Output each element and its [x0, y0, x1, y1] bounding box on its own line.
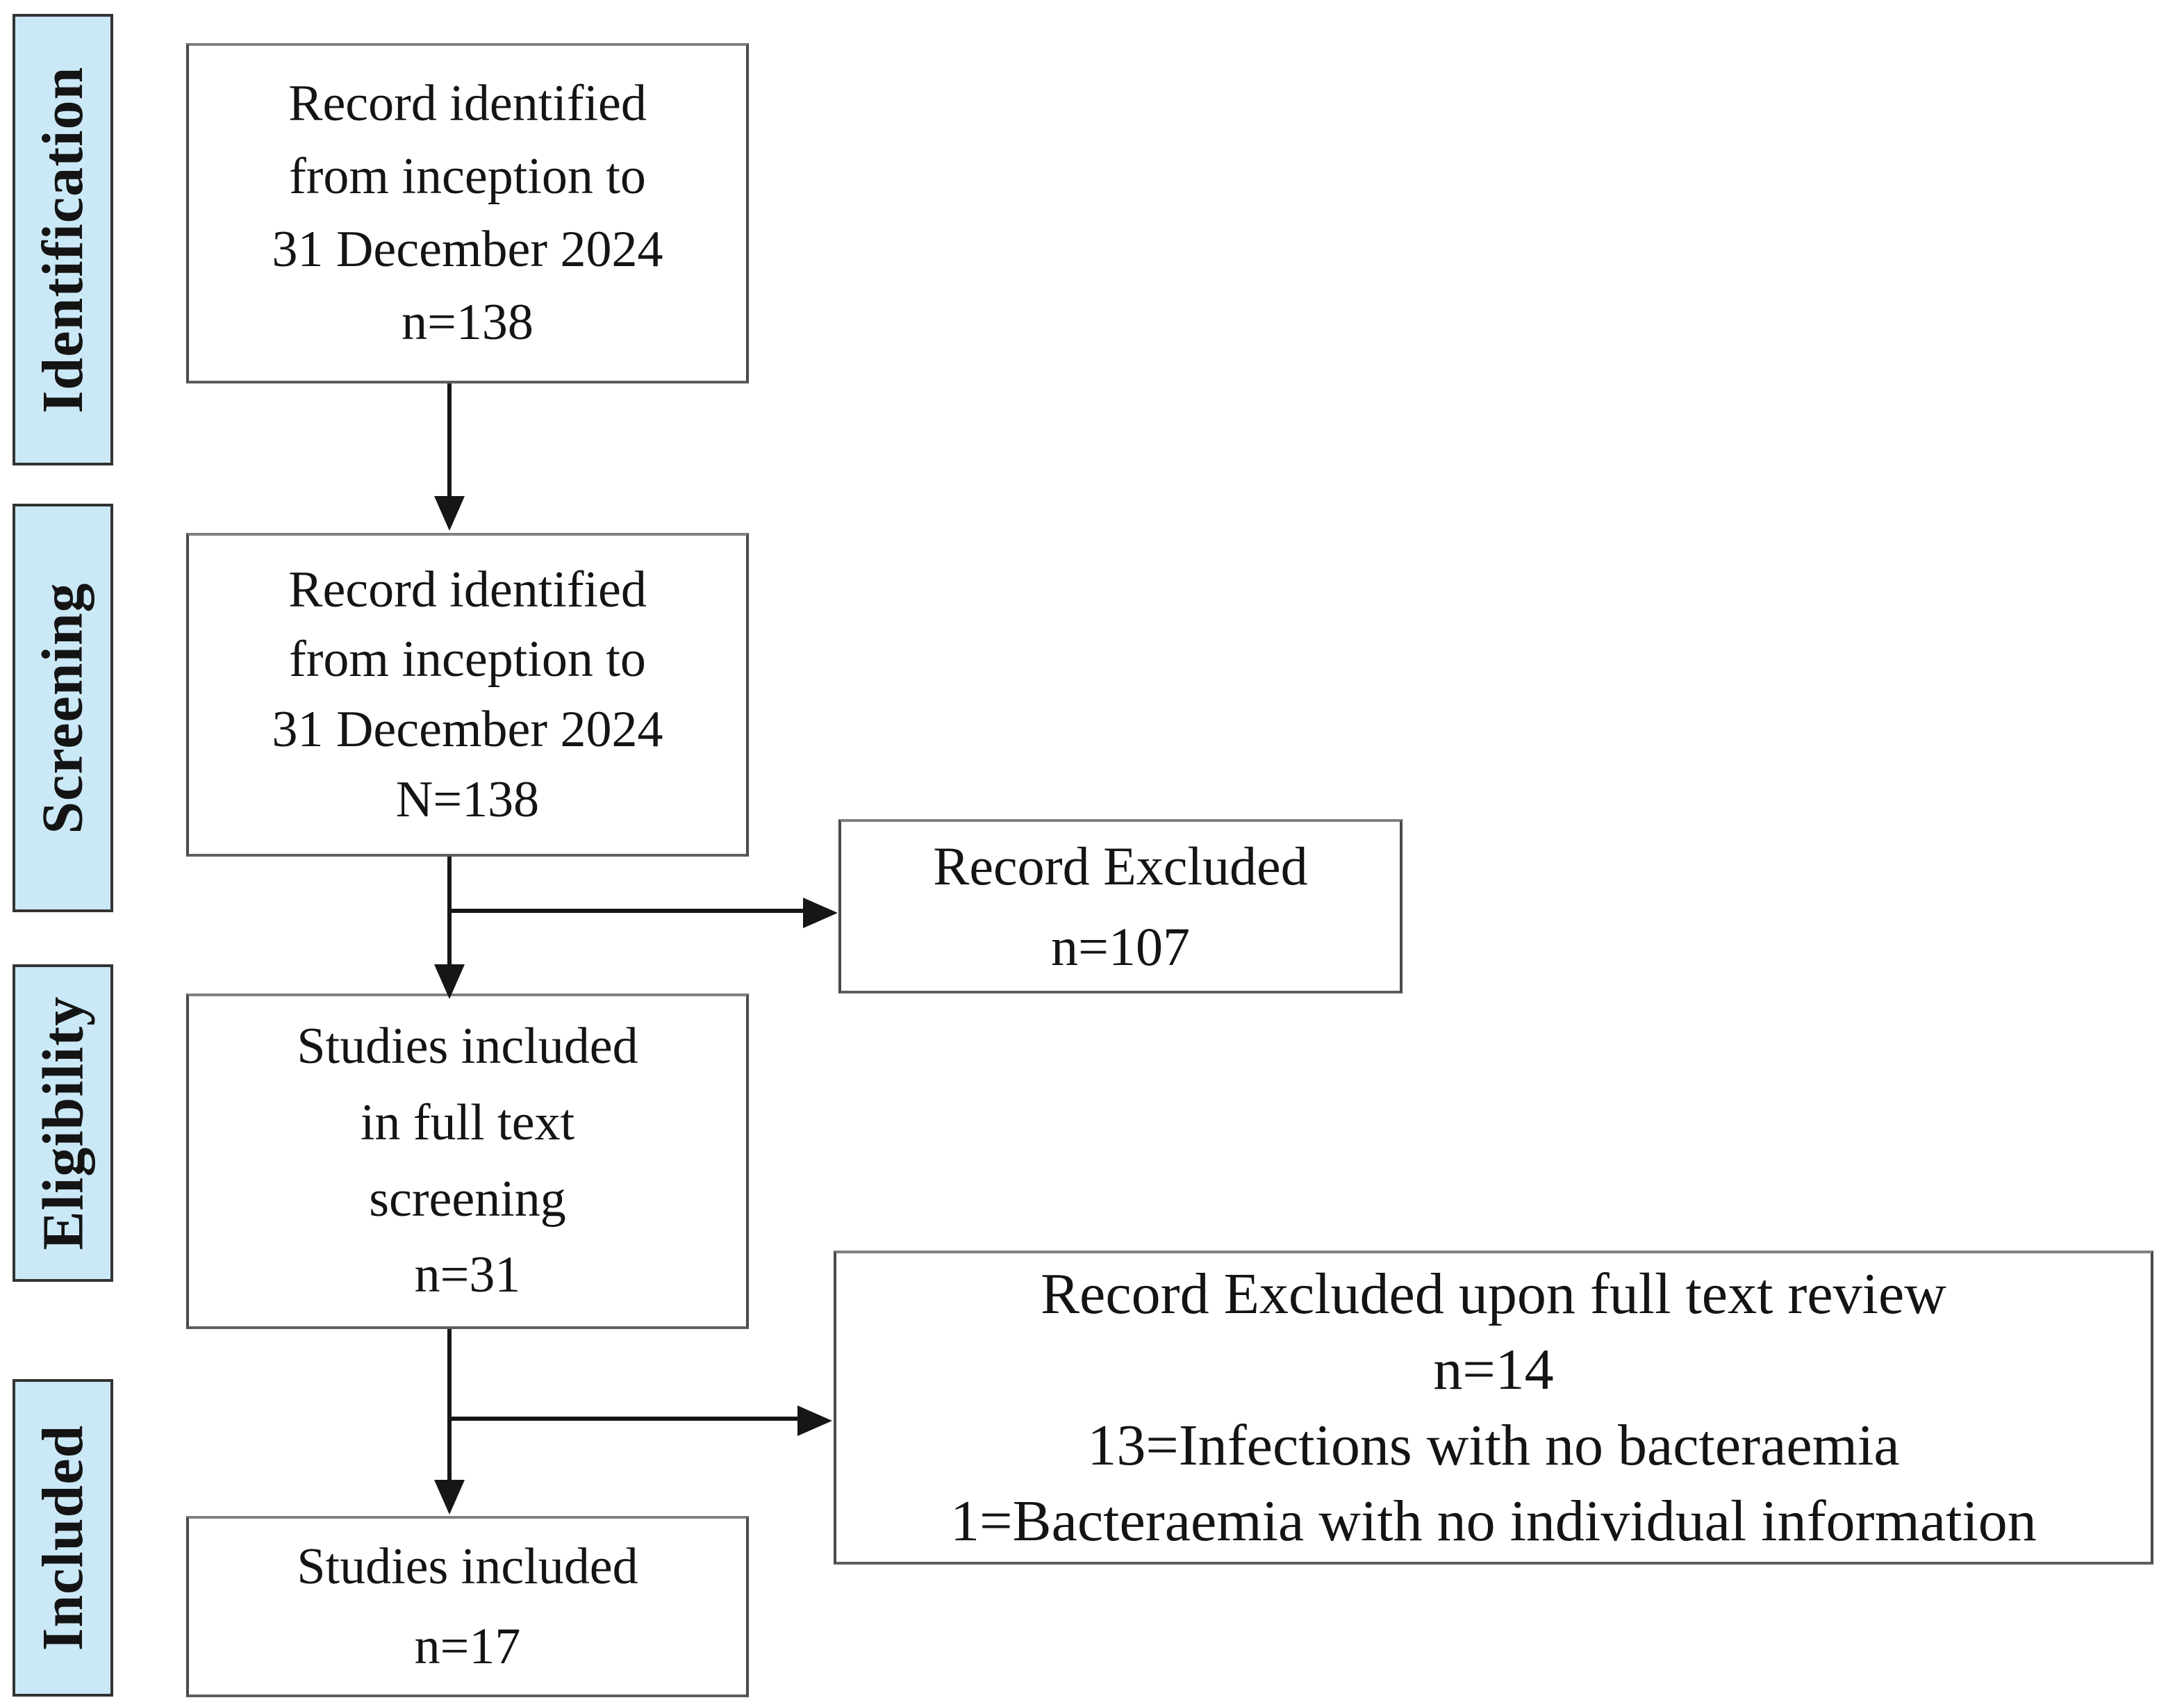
flow-box-records-identified: Record identified from inception to 31 D…	[186, 43, 749, 384]
stage-label-identification: Identification	[13, 14, 113, 465]
stage-label-included: Included	[13, 1379, 113, 1697]
arrowhead-right-icon	[797, 1405, 832, 1436]
box-count-line: N=138	[395, 770, 540, 828]
box-text-line: 31 December 2024	[272, 701, 663, 758]
box-count-line: n=31	[414, 1246, 521, 1304]
box-text-line: Record identified	[288, 561, 647, 618]
box-text-line: from inception to	[289, 631, 646, 688]
stage-label-included-text: Included	[31, 1424, 95, 1651]
box-text-line: in full text	[360, 1094, 575, 1151]
box-text-line: Studies included	[297, 1018, 638, 1075]
box-count-line: n=14	[1433, 1337, 1554, 1402]
connector-identified-to-screened	[447, 384, 452, 499]
stage-label-identification-text: Identification	[31, 66, 95, 413]
stage-label-eligibility-text: Eligibility	[31, 996, 95, 1251]
connector-branch-to-excluded-full-text	[452, 1417, 800, 1421]
arrowhead-down-icon	[434, 496, 465, 531]
box-text-line: 31 December 2024	[272, 221, 663, 278]
stage-label-eligibility: Eligibility	[13, 964, 113, 1282]
stage-label-screening: Screening	[13, 504, 113, 912]
flow-box-records-screened: Record identified from inception to 31 D…	[186, 533, 749, 857]
box-reason-line: 1=Bacteraemia with no individual informa…	[950, 1489, 2037, 1554]
arrowhead-down-icon	[434, 964, 465, 999]
stage-label-screening-text: Screening	[31, 582, 96, 834]
box-reason-line: 13=Infections with no bacteraemia	[1087, 1413, 1900, 1478]
box-text-line: Record Excluded upon full text review	[1041, 1261, 1946, 1326]
box-text-line: from inception to	[289, 147, 646, 205]
box-count-line: n=17	[414, 1617, 521, 1675]
connector-branch-to-excluded-screening	[449, 909, 806, 913]
box-text-line: Record Excluded	[933, 836, 1308, 897]
box-text-line: screening	[369, 1170, 566, 1228]
box-text-line: Record identified	[288, 74, 647, 132]
flow-box-studies-included: Studies included n=17	[186, 1516, 749, 1697]
arrowhead-right-icon	[803, 898, 838, 928]
box-count-line: n=107	[1051, 916, 1190, 977]
box-count-line: n=138	[402, 294, 533, 352]
flow-box-records-excluded-screening: Record Excluded n=107	[838, 819, 1403, 993]
flow-box-records-excluded-full-text: Record Excluded upon full text review n=…	[834, 1251, 2153, 1565]
arrowhead-down-icon	[434, 1480, 465, 1515]
box-text-line: Studies included	[297, 1537, 638, 1595]
flow-box-full-text-screening: Studies included in full text screening …	[186, 993, 749, 1329]
connector-fulltext-to-included	[447, 1329, 452, 1483]
